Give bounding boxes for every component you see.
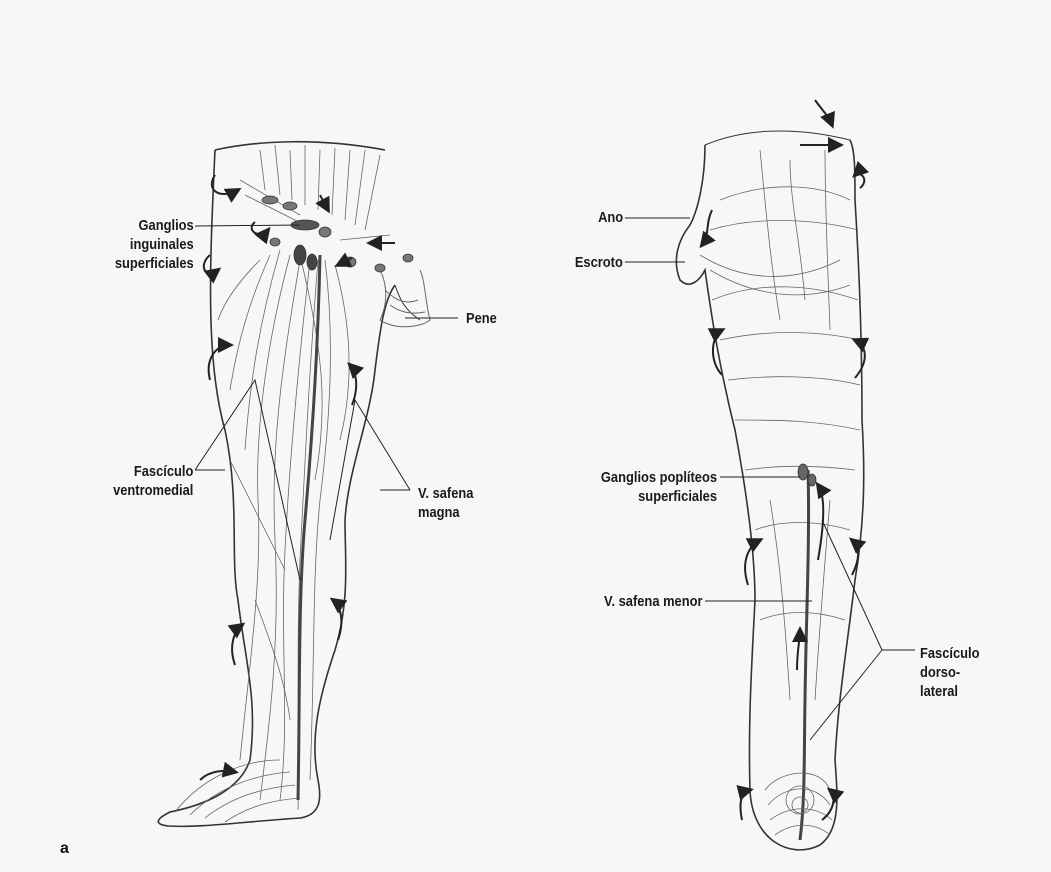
label-line: Ano [598,208,623,227]
label-v-safena-magna: V. safena magna [418,484,473,522]
label-line: dorso- [920,663,980,682]
label-line: V. safena [418,484,473,503]
label-fasciculo-dorsolateral: Fascículo dorso- lateral [920,644,980,701]
label-line: V. safena menor [604,592,702,611]
label-ganglios-inguinales: Ganglios inguinales superficiales [115,216,194,273]
label-line: magna [418,503,473,522]
label-line: ventromedial [113,481,193,500]
saphenous-minor-vein [800,470,809,840]
lymph-flow-arrows-posterior [702,100,865,820]
label-ano: Ano [598,208,623,227]
label-line: Fascículo [113,462,193,481]
inguinal-lymph-nodes [262,196,413,272]
label-ganglios-popliteos: Ganglios poplíteos superficiales [601,468,717,506]
label-line: superficiales [115,254,194,273]
lymph-flow-arrows-anterior [200,175,395,780]
label-pene: Pene [466,309,497,328]
label-line: superficiales [601,487,717,506]
label-line: Pene [466,309,497,328]
lymph-vessels-posterior [710,150,860,700]
label-line: Ganglios [115,216,194,235]
label-line: inguinales [115,235,194,254]
label-line: lateral [920,682,980,701]
heel-vessel-network [765,773,832,835]
label-v-safena-menor: V. safena menor [604,592,702,611]
label-line: Ganglios poplíteos [601,468,717,487]
lymph-vessels-anterior [175,250,349,822]
label-escroto: Escroto [575,253,623,272]
panel-label: a [60,840,69,858]
label-line: Fascículo [920,644,980,663]
label-line: Escroto [575,253,623,272]
label-fasciculo-ventromedial: Fascículo ventromedial [113,462,193,500]
